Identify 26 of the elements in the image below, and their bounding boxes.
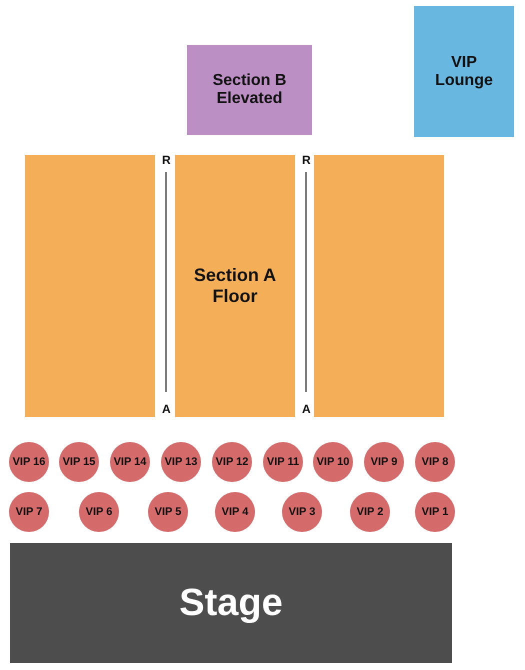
vip-table: VIP 6 bbox=[79, 492, 119, 532]
vip-table: VIP 16 bbox=[9, 442, 49, 482]
vip-table: VIP 9 bbox=[364, 442, 404, 482]
seating-block bbox=[314, 155, 444, 417]
vip-table: VIP 12 bbox=[212, 442, 252, 482]
vip-table: VIP 8 bbox=[415, 442, 455, 482]
seating-block: Section A Floor bbox=[175, 155, 295, 417]
row-letter: R bbox=[302, 154, 311, 166]
vip-table: VIP 4 bbox=[215, 492, 255, 532]
vip-table: VIP 7 bbox=[9, 492, 49, 532]
row-letter: A bbox=[302, 403, 311, 415]
lounge-area: VIP Lounge bbox=[414, 6, 514, 137]
row-letter: A bbox=[162, 403, 171, 415]
vip-table: VIP 11 bbox=[263, 442, 303, 482]
vip-table: VIP 15 bbox=[59, 442, 99, 482]
vip-table: VIP 2 bbox=[350, 492, 390, 532]
vip-table: VIP 1 bbox=[415, 492, 455, 532]
vip-table: VIP 5 bbox=[148, 492, 188, 532]
vip-table: VIP 14 bbox=[110, 442, 150, 482]
vip-table: VIP 13 bbox=[161, 442, 201, 482]
vip-table: VIP 3 bbox=[282, 492, 322, 532]
seating-block bbox=[25, 155, 155, 417]
vip-table: VIP 10 bbox=[313, 442, 353, 482]
row-letter: R bbox=[162, 154, 171, 166]
section-block: Section B Elevated bbox=[187, 45, 312, 135]
stage: Stage bbox=[10, 543, 452, 663]
